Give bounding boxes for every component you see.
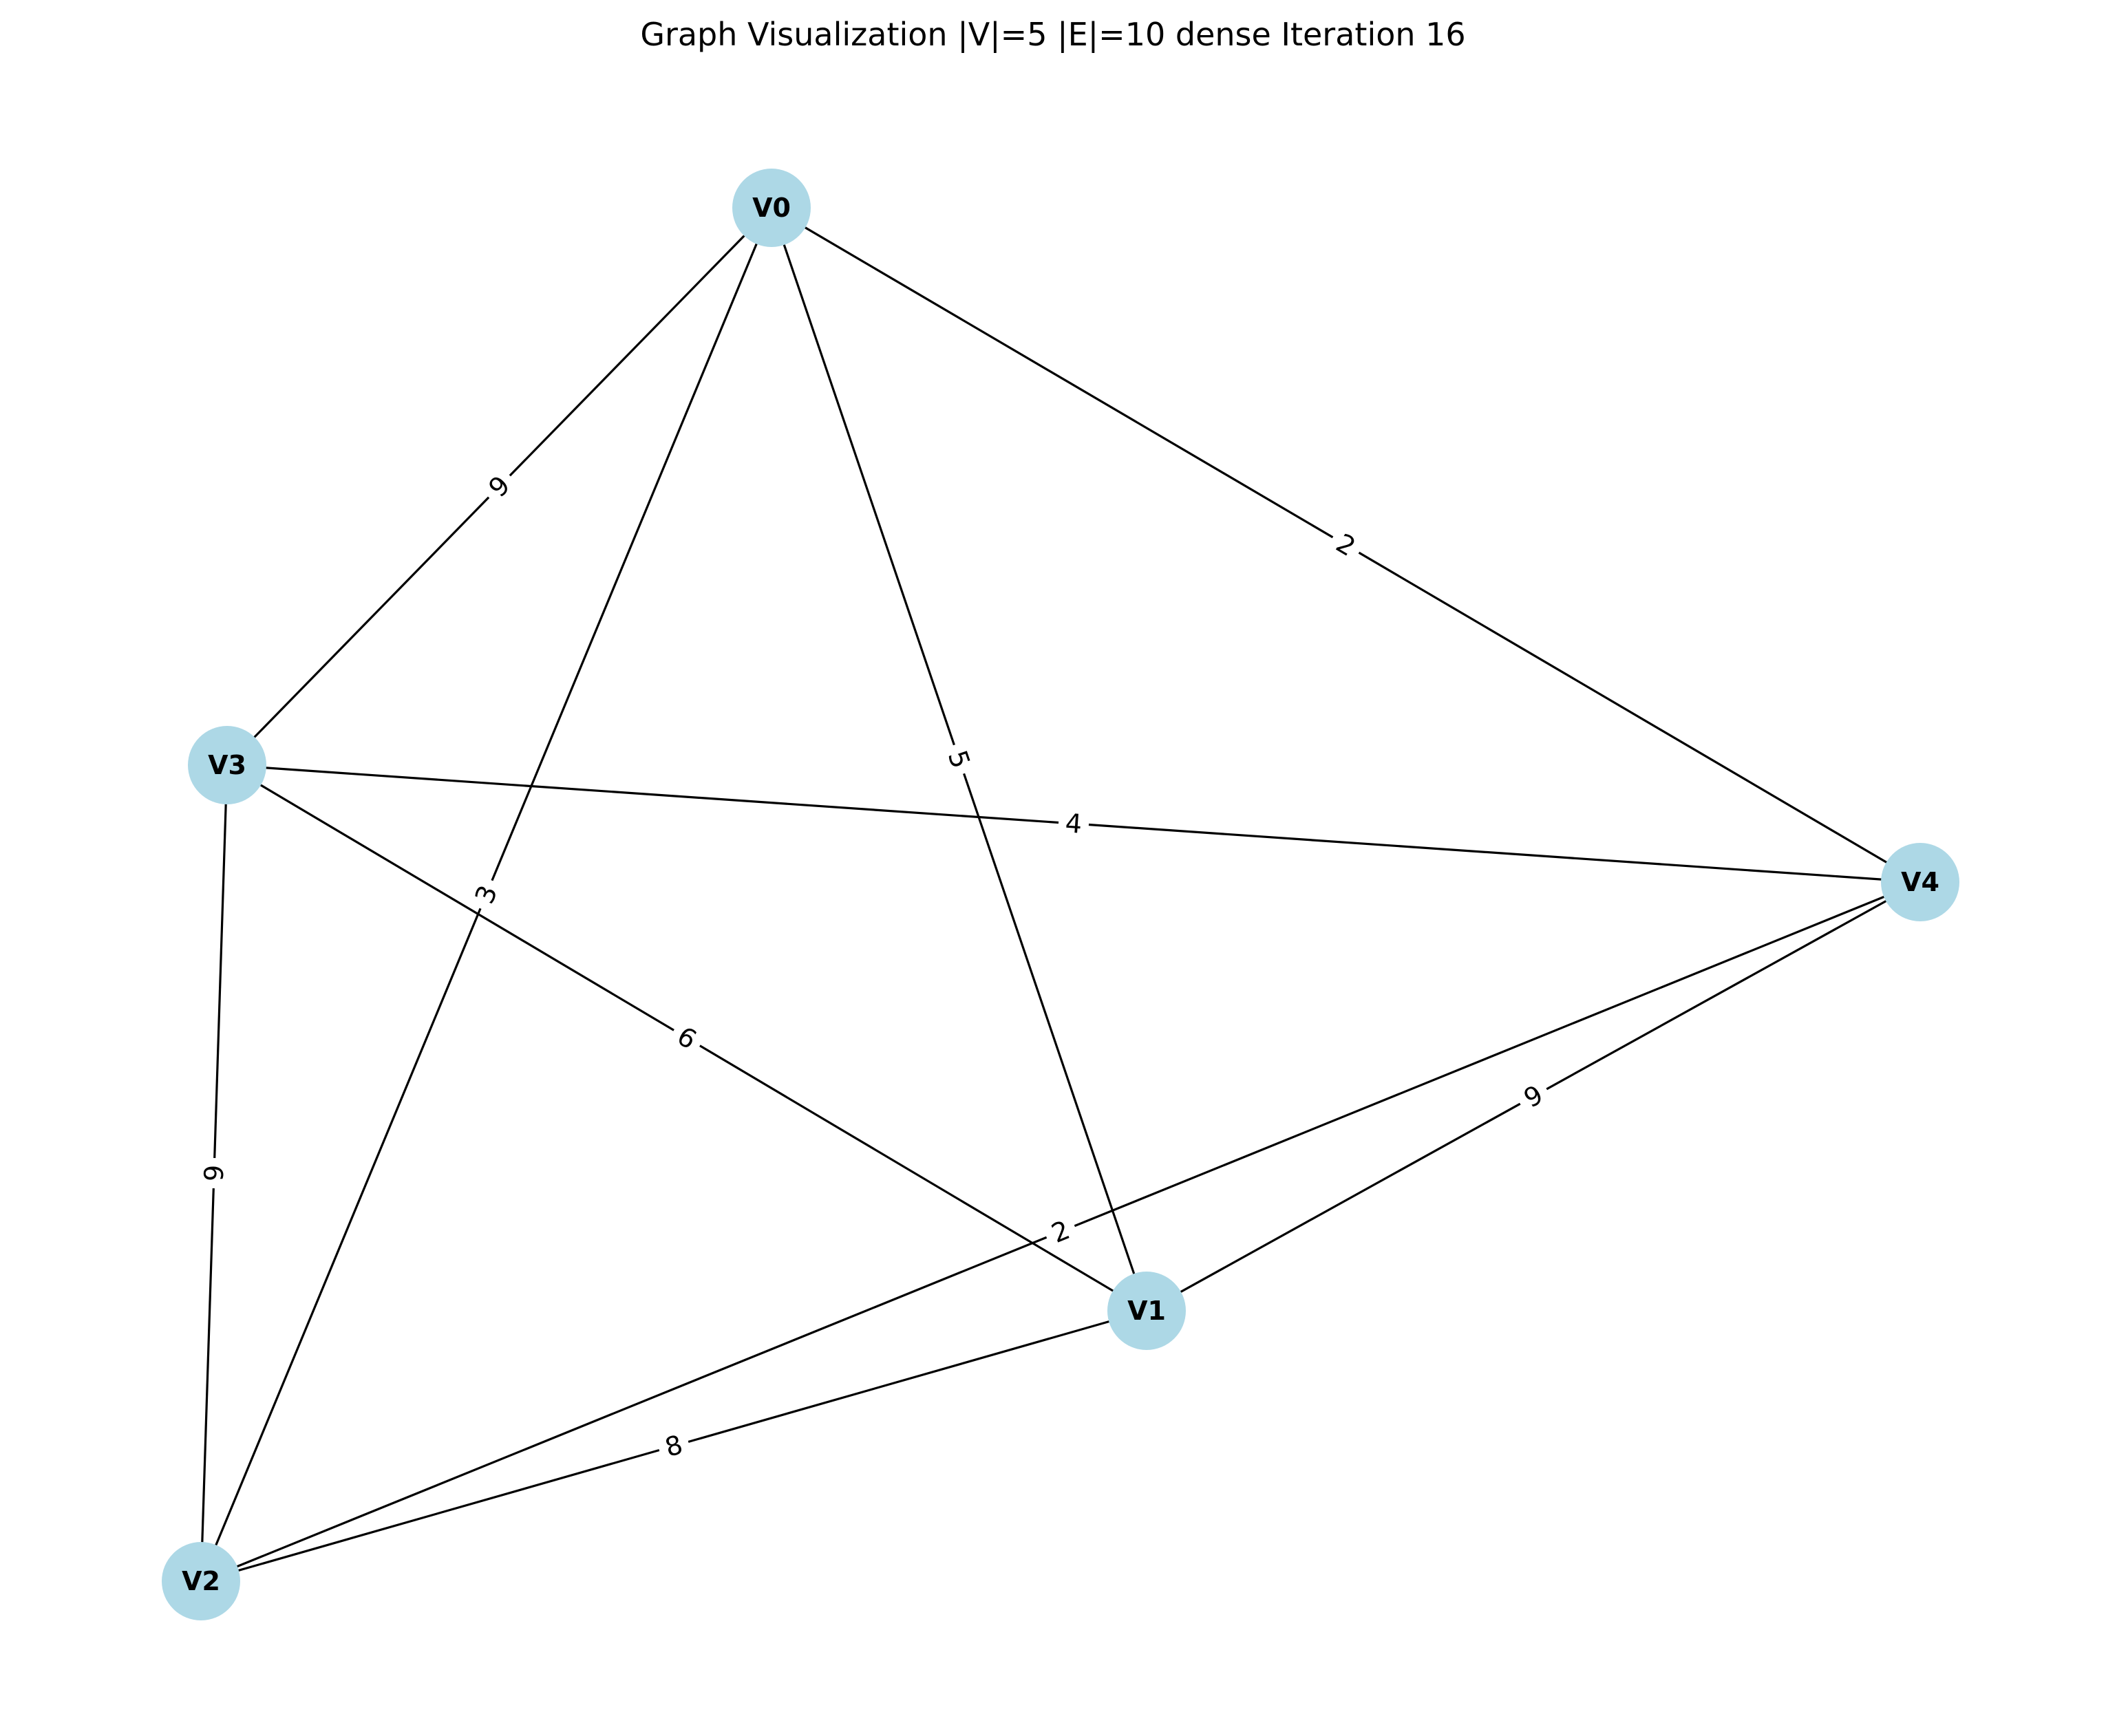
- edge-label-background: [1057, 806, 1090, 842]
- edge-label-background: [665, 1016, 709, 1060]
- graph-title: Graph Visualization |V|=5 |E|=10 dense I…: [640, 16, 1465, 54]
- node-v3: V3: [188, 726, 266, 804]
- edge-label-v4-v1: 9: [1512, 1074, 1555, 1119]
- edge-label-v3-v4: 4: [1057, 806, 1090, 842]
- edge-label-v4-v2: 2: [1040, 1210, 1081, 1253]
- node-label: V3: [208, 750, 246, 780]
- edge-label-background: [1040, 1210, 1081, 1253]
- node-circle: [1881, 843, 1959, 921]
- node-label: V2: [182, 1566, 220, 1596]
- edge-label-v3-v1: 6: [665, 1016, 709, 1060]
- edge-weight: 4: [1064, 808, 1083, 839]
- edge-weight: 9: [199, 1164, 230, 1182]
- node-circle: [732, 169, 811, 247]
- node-label: V4: [1901, 867, 1939, 897]
- edge-label-background: [938, 739, 980, 780]
- edge-label-v0-v4: 2: [1324, 523, 1368, 567]
- edge-label-v0-v1: 5: [938, 739, 980, 780]
- node-v1: V1: [1107, 1272, 1186, 1350]
- edge-label-background: [655, 1426, 693, 1466]
- edge-label-v0-v2: 3: [465, 874, 508, 915]
- edge-label-background: [1324, 523, 1368, 567]
- node-circle: [162, 1542, 240, 1620]
- node-v4: V4: [1881, 843, 1959, 921]
- edges-layer: [200, 206, 1921, 1583]
- node-v2: V2: [162, 1542, 240, 1620]
- edge-label-background: [1512, 1074, 1555, 1119]
- node-label: V0: [752, 193, 791, 223]
- node-circle: [188, 726, 266, 804]
- edge-label-v3-v2: 9: [197, 1157, 231, 1189]
- node-v0: V0: [732, 169, 811, 247]
- edge-label-v1-v2: 8: [655, 1426, 693, 1466]
- edge-label-background: [476, 464, 522, 509]
- edge-label-background: [197, 1157, 231, 1189]
- edge-label-background: [465, 874, 508, 915]
- node-circle: [1107, 1272, 1186, 1350]
- node-label: V1: [1127, 1296, 1166, 1326]
